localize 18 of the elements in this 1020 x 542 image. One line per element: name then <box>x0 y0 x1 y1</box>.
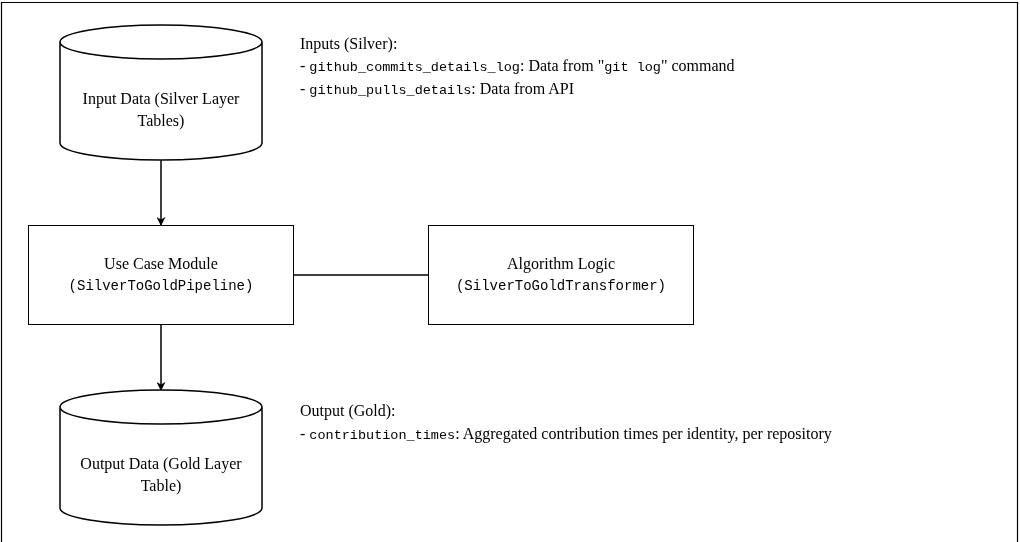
note-line: - github_commits_details_log: Data from "git log" command <box>300 56 735 77</box>
node-title: Output Data (Gold Layer Table) <box>79 453 243 497</box>
process-box <box>428 225 694 325</box>
arrow <box>156 324 166 391</box>
process-box <box>28 225 294 325</box>
node-title: Use Case Module <box>104 254 218 274</box>
database-cylinder <box>60 25 262 160</box>
node-title: Algorithm Logic <box>507 254 615 275</box>
node-title: Input Data (Silver Layer Tables) <box>81 88 241 132</box>
connector-line <box>293 274 429 276</box>
note-heading: Inputs (Silver): <box>300 34 398 55</box>
database-cylinder <box>60 390 262 525</box>
arrow <box>156 159 166 226</box>
note-line: - github_pulls_details: Data from API <box>300 79 574 100</box>
class-name: (SilverToGoldPipeline) <box>68 277 254 296</box>
class-name: (SilverToGoldTransformer) <box>455 277 666 296</box>
note-heading: Output (Gold): <box>300 401 396 422</box>
note-line: - contribution_times: Aggregated contribution times per identity, per repository <box>300 424 832 445</box>
